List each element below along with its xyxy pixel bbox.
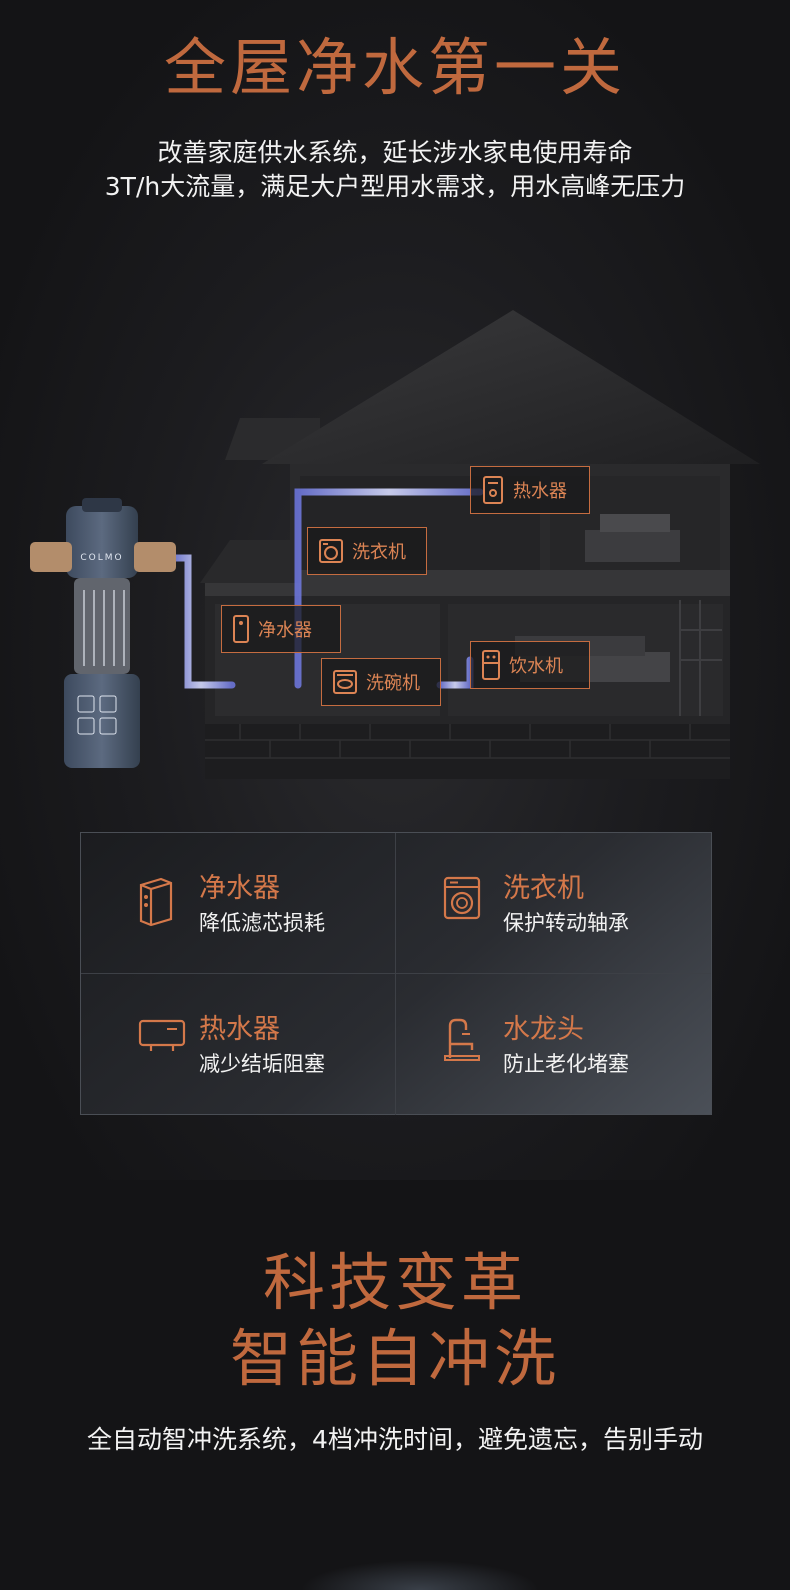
house-label-water-dispenser: 饮水机: [470, 641, 590, 689]
washing-machine-icon: [443, 876, 481, 920]
subtitle-line-1: 改善家庭供水系统，延长涉水家电使用寿命: [157, 138, 633, 167]
feature-desc: 降低滤芯损耗: [199, 911, 325, 935]
house-label-text: 饮水机: [509, 656, 563, 677]
feature-desc: 防止老化堵塞: [503, 1052, 629, 1076]
subtitle-line-2: 3T/h大流量，满足大户型用水需求，用水高峰无压力: [104, 172, 686, 201]
house-label-text: 洗碗机: [366, 673, 420, 694]
page-title: 全屋净水第一关: [163, 31, 626, 104]
house-illustration: COLMO 热水器 洗衣机 净水器 洗碗机 饮水机: [0, 300, 790, 800]
faucet-icon: [444, 1018, 480, 1061]
section-subtitle: 全自动智冲洗系统，4档冲洗时间，避免遗忘，告别手动: [87, 1425, 703, 1454]
brand-logo: COLMO: [80, 553, 123, 563]
dishwasher-icon: [333, 670, 357, 694]
feature-grid: 净水器 降低滤芯损耗 洗衣机 保护转动轴承 热水器 减少结垢阻塞 水龙头: [80, 832, 712, 1115]
feature-item: 净水器 降低滤芯损耗: [81, 833, 396, 974]
prefilter-product: COLMO: [30, 498, 176, 768]
feature-item: 洗衣机 保护转动轴承: [396, 833, 711, 974]
water-dispenser-icon: [482, 650, 500, 680]
house-label-washing-machine: 洗衣机: [307, 527, 427, 575]
feature-name: 净水器: [199, 873, 280, 904]
feature-desc: 保护转动轴承: [503, 911, 629, 935]
bottom-product-glow: [300, 1560, 540, 1590]
house-label-text: 洗衣机: [352, 542, 406, 563]
water-purifier-icon: [233, 615, 249, 643]
feature-item: 水龙头 防止老化堵塞: [396, 974, 711, 1115]
water-heater-icon: [138, 1019, 186, 1051]
house-label-dishwasher: 洗碗机: [321, 658, 441, 706]
feature-desc: 减少结垢阻塞: [199, 1052, 325, 1076]
water-heater-icon: [483, 476, 503, 504]
water-purifier-icon: [139, 877, 173, 927]
feature-name: 热水器: [199, 1014, 280, 1045]
house-label-water-purifier: 净水器: [221, 605, 341, 653]
house-label-text: 热水器: [513, 481, 567, 502]
house-label-water-heater: 热水器: [470, 466, 590, 514]
feature-item: 热水器 减少结垢阻塞: [81, 974, 396, 1115]
house-label-text: 净水器: [258, 620, 312, 641]
feature-name: 水龙头: [503, 1014, 584, 1045]
feature-name: 洗衣机: [503, 873, 584, 904]
section-title-line-1: 科技变革: [262, 1246, 527, 1319]
washing-machine-icon: [319, 539, 343, 563]
section-title-line-2: 智能自冲洗: [229, 1322, 560, 1395]
